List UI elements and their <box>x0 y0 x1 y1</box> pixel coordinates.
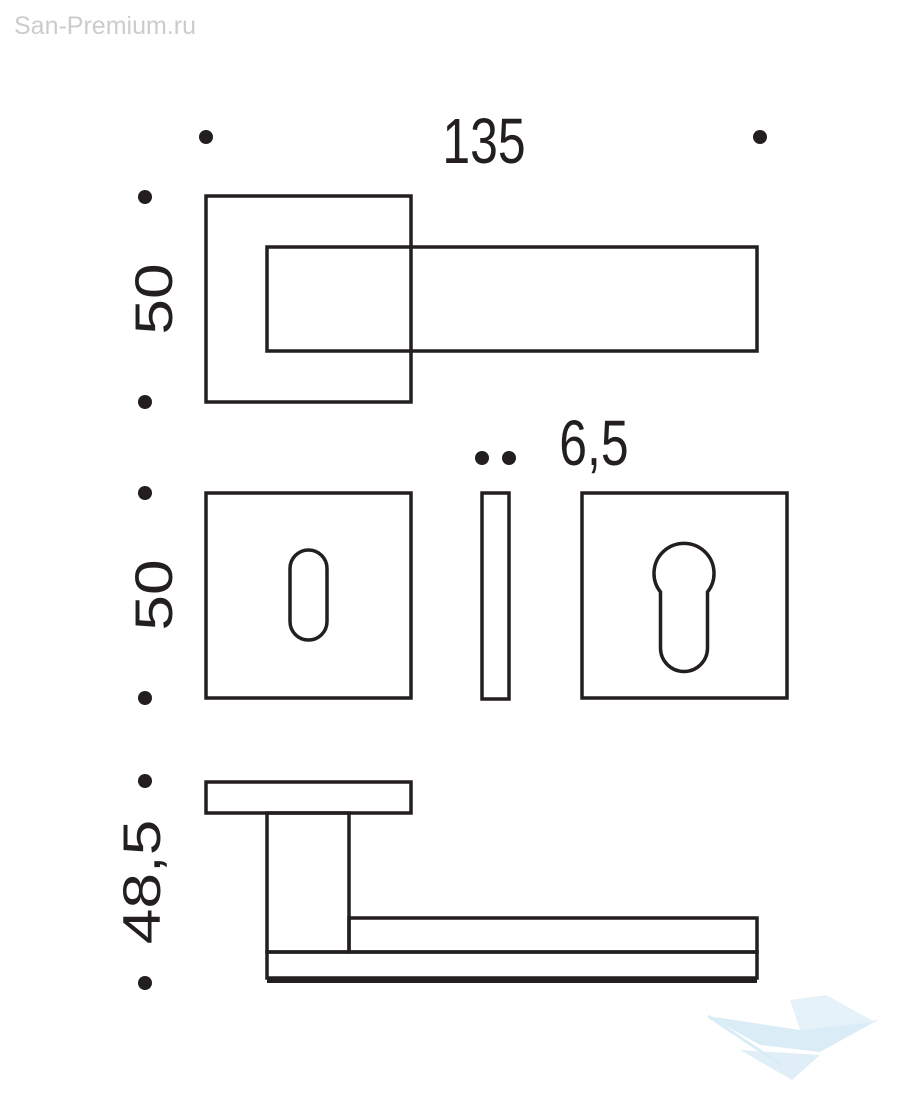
escutcheon-euro-cylinder <box>580 491 789 700</box>
lever-arm <box>347 916 759 954</box>
handle-length-label: 135 <box>442 106 525 177</box>
dimension-handle-projection: 48,5 <box>113 774 172 990</box>
cylinder-cutout <box>652 541 716 674</box>
escutcheon-profile <box>480 491 511 701</box>
handle-neck <box>265 811 351 954</box>
dimension-escutcheon-height: 50 <box>125 486 184 705</box>
escutcheon-plate <box>580 491 789 700</box>
dimension-dot <box>199 130 213 144</box>
lever-bar <box>265 245 759 353</box>
dimension-handle-length: 135 <box>199 106 767 177</box>
escutcheon-side-view <box>480 491 511 701</box>
handle-projection-label: 48,5 <box>113 820 171 945</box>
dimension-dot <box>502 451 516 465</box>
dimension-dot <box>753 130 767 144</box>
dimension-escutcheon-thickness: 6,5 <box>475 408 629 479</box>
escutcheon-keyhole <box>204 491 413 700</box>
escutcheon-thickness-label: 6,5 <box>559 408 628 479</box>
rose-top-profile <box>204 780 413 815</box>
rose-plate <box>204 194 413 404</box>
lever-handle-front-view <box>204 194 759 404</box>
dimension-dot <box>138 395 152 409</box>
lever-handle-top-view <box>204 780 759 983</box>
lever-base <box>265 950 759 980</box>
dimension-dot <box>138 190 152 204</box>
escutcheon-plate <box>204 491 413 700</box>
dimension-dot <box>138 976 152 990</box>
dimension-dot <box>138 486 152 500</box>
dimension-dot <box>475 451 489 465</box>
escutcheon-height-label: 50 <box>125 559 183 630</box>
watermark-text: San-Premium.ru <box>14 12 196 40</box>
key-slot <box>288 548 329 642</box>
dimension-dot <box>138 691 152 705</box>
ship-logo-icon <box>707 995 878 1080</box>
rose-height-label: 50 <box>125 263 183 334</box>
dimension-dot <box>138 774 152 788</box>
dimension-rose-height: 50 <box>125 190 184 409</box>
